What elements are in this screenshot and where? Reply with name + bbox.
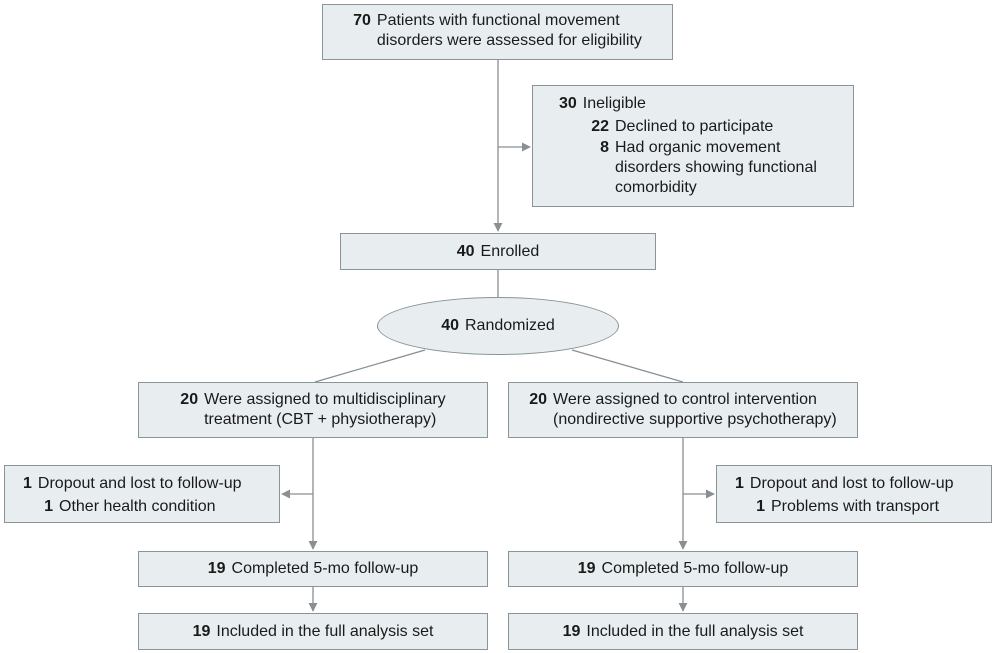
left-assigned-count: 20 bbox=[180, 391, 199, 408]
right-dropout-label: Dropout and lost to follow-up bbox=[749, 475, 954, 492]
randomized-count: 40 bbox=[441, 317, 459, 334]
organic-label-line2: disorders showing functional bbox=[615, 159, 817, 176]
left-completed-count: 19 bbox=[207, 560, 226, 577]
right-analyzed-count: 19 bbox=[562, 622, 581, 640]
right-analyzed-label: Included in the full analysis set bbox=[586, 622, 804, 640]
right-assigned-count: 20 bbox=[529, 391, 548, 408]
assessed-count: 70 bbox=[353, 12, 371, 29]
left-dropout-reason-label: Other health condition bbox=[59, 498, 216, 515]
ineligible-label: Ineligible bbox=[582, 95, 646, 112]
connector-split-right bbox=[571, 349, 684, 383]
enrolled-count: 40 bbox=[456, 242, 475, 260]
left-dropout-reason-count: 1 bbox=[44, 498, 53, 515]
organic-label-line1: Had organic movement bbox=[615, 139, 781, 156]
organic-count: 8 bbox=[600, 139, 609, 156]
right-analyzed-box: 19 Included in the full analysis set bbox=[508, 613, 858, 650]
left-assigned-box: 20 Were assigned to multidisciplinary tr… bbox=[138, 382, 488, 438]
randomized-label: Randomized bbox=[464, 317, 555, 334]
left-assigned-line2: treatment (CBT + physiotherapy) bbox=[204, 411, 437, 428]
assessed-box: 70 Patients with functional movement dis… bbox=[322, 4, 673, 60]
assessed-label-line1: Patients with functional movement bbox=[376, 12, 620, 29]
randomized-ellipse: 40 Randomized bbox=[377, 297, 619, 355]
right-completed-label: Completed 5-mo follow-up bbox=[601, 560, 789, 577]
right-assigned-box: 20 Were assigned to control intervention… bbox=[508, 382, 858, 438]
right-completed-count: 19 bbox=[577, 560, 596, 577]
declined-label: Declined to participate bbox=[615, 118, 774, 135]
right-assigned-line1: Were assigned to control intervention bbox=[553, 391, 817, 408]
right-dropout-box: 1 Dropout and lost to follow-up 1 Proble… bbox=[716, 465, 992, 523]
declined-count: 22 bbox=[591, 118, 609, 135]
left-dropout-box: 1 Dropout and lost to follow-up 1 Other … bbox=[4, 465, 280, 523]
connector-split-left bbox=[314, 349, 426, 383]
left-analyzed-box: 19 Included in the full analysis set bbox=[138, 613, 488, 650]
left-assigned-line1: Were assigned to multidisciplinary bbox=[204, 391, 446, 408]
left-completed-label: Completed 5-mo follow-up bbox=[231, 560, 419, 577]
right-assigned-line2: (nondirective supportive psychotherapy) bbox=[553, 411, 837, 428]
left-dropout-label: Dropout and lost to follow-up bbox=[37, 475, 242, 492]
right-dropout-reason-count: 1 bbox=[756, 498, 765, 515]
right-dropout-reason-label: Problems with transport bbox=[771, 498, 940, 515]
left-completed-box: 19 Completed 5-mo follow-up bbox=[138, 551, 488, 587]
assessed-label-line2: disorders were assessed for eligibility bbox=[376, 32, 642, 49]
left-dropout-count: 1 bbox=[23, 475, 32, 492]
right-dropout-count: 1 bbox=[735, 475, 744, 492]
ineligible-count: 30 bbox=[559, 95, 577, 112]
ineligible-box: 30 Ineligible 22 Declined to participate… bbox=[532, 85, 854, 207]
enrolled-box: 40 Enrolled bbox=[340, 233, 656, 270]
right-completed-box: 19 Completed 5-mo follow-up bbox=[508, 551, 858, 587]
left-analyzed-label: Included in the full analysis set bbox=[216, 622, 434, 640]
left-analyzed-count: 19 bbox=[192, 622, 211, 640]
enrolled-label: Enrolled bbox=[480, 242, 540, 260]
organic-label-line3: comorbidity bbox=[615, 179, 697, 196]
